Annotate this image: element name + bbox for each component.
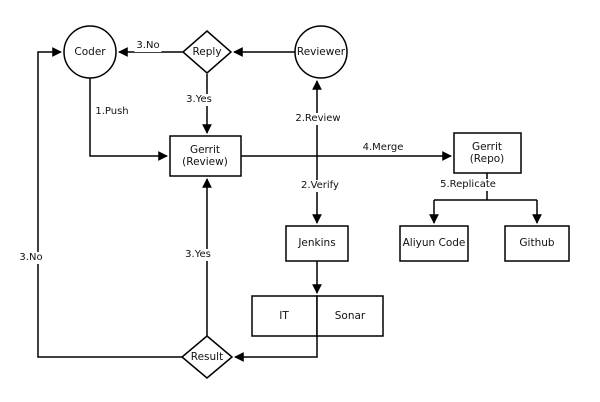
edge-label-gerrit-to-jenkins: 2.Verify [299, 180, 341, 192]
node-result-label: Result [190, 351, 224, 363]
node-reviewer-label: Reviewer [296, 46, 346, 58]
edge-label-result-to-coder: 3.No [17, 252, 45, 264]
node-github-label: Github [519, 237, 555, 249]
node-gerrit-review-label-line1: Gerrit [189, 144, 221, 156]
node-reply-shape [181, 30, 233, 74]
node-jenkins-shape [285, 225, 349, 262]
node-reply-label: Reply [192, 46, 222, 58]
node-gerrit-repo-label: Gerrit (Repo) [470, 141, 505, 165]
node-gerrit-repo-shape [453, 132, 522, 174]
node-gerrit-review-shape [169, 135, 242, 177]
edge-it-sonar-to-result [234, 336, 318, 362]
node-sonar-label: Sonar [334, 310, 366, 322]
edge-label-result-to-gerrit: 3.Yes [183, 249, 213, 261]
node-coder-shape [63, 25, 117, 79]
edge-coder-to-gerrit-review [89, 78, 168, 161]
node-it-label: IT [279, 310, 289, 322]
edge-label-coder-to-gerrit: 1.Push [93, 106, 131, 118]
edge-result-to-coder [37, 47, 182, 358]
edge-label-repo-replicate: 5.Replicate [438, 179, 498, 191]
node-github-shape [504, 225, 570, 262]
node-jenkins-label: Jenkins [298, 237, 336, 249]
node-aliyun-code-label: Aliyun Code [402, 237, 466, 249]
edge-label-reply-to-gerrit: 3.Yes [184, 94, 214, 106]
node-gerrit-repo-label-line2: (Repo) [469, 153, 505, 165]
node-gerrit-repo-label-line1: Gerrit [471, 141, 503, 153]
node-gerrit-review-label: Gerrit (Review) [182, 144, 228, 168]
edge-label-gerrit-to-repo: 4.Merge [360, 142, 406, 154]
node-reviewer-shape [294, 25, 348, 79]
node-gerrit-review-label-line2: (Review) [182, 156, 228, 168]
node-sonar-shape [316, 295, 384, 337]
edge-label-reply-to-coder: 3.No [134, 40, 162, 52]
node-aliyun-code-shape [399, 225, 469, 262]
edge-label-gerrit-to-reviewer: 2.Review [293, 113, 343, 125]
node-result-shape [180, 335, 234, 379]
node-coder-label: Coder [74, 46, 106, 58]
